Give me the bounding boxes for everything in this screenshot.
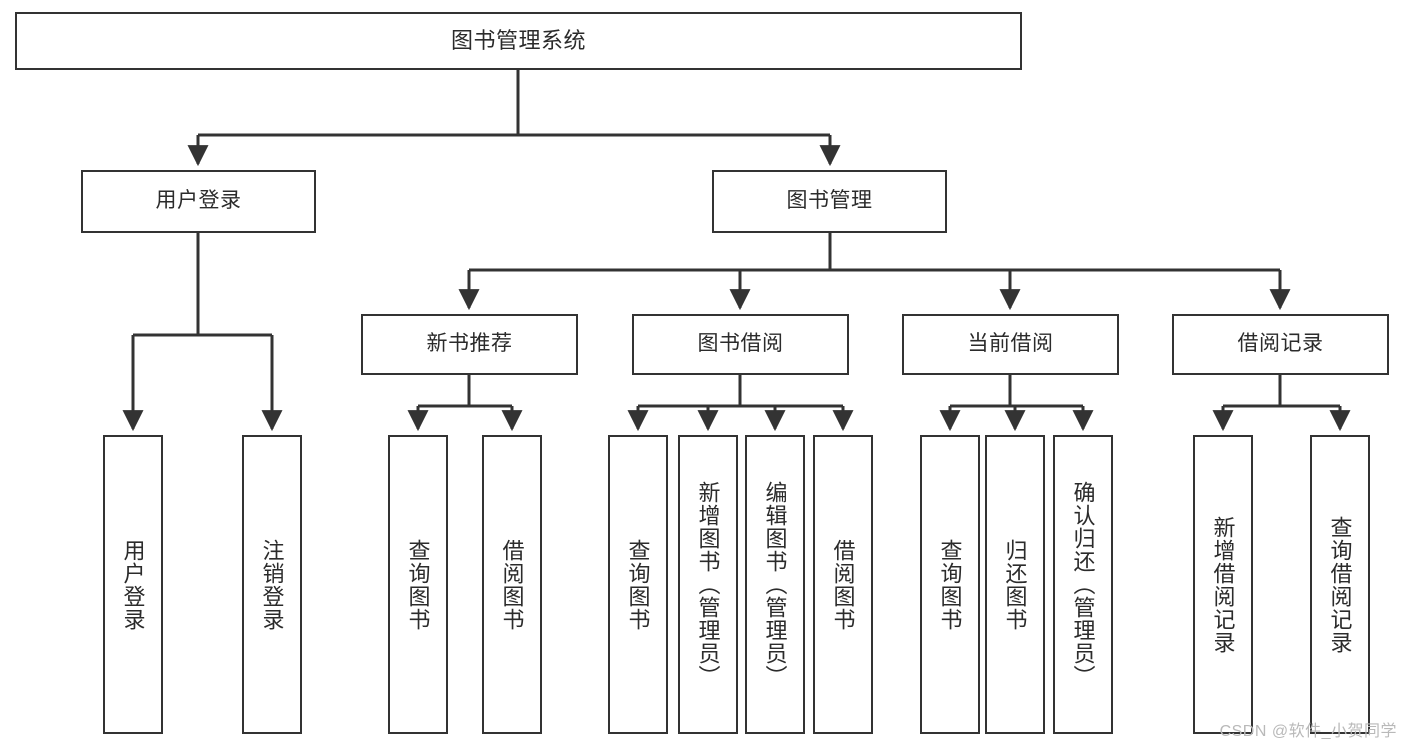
leaf-confirm-return-label: 确认归还（管理员） [1070, 481, 1096, 688]
leaf-user-login[interactable]: 用户登录 [103, 435, 163, 734]
leaf-query-book-1-label: 查询图书 [405, 538, 431, 631]
leaf-query-book-3[interactable]: 查询图书 [920, 435, 980, 734]
leaf-edit-book-label: 编辑图书（管理员） [762, 481, 788, 688]
node-borrow-record[interactable]: 借阅记录 [1172, 314, 1389, 375]
leaf-borrow-book-1-label: 借阅图书 [499, 538, 525, 631]
leaf-query-book-2[interactable]: 查询图书 [608, 435, 668, 734]
leaf-add-book-label: 新增图书（管理员） [695, 481, 721, 688]
node-borrow-record-label: 借阅记录 [1237, 332, 1324, 356]
leaf-return-book[interactable]: 归还图书 [985, 435, 1045, 734]
leaf-add-book[interactable]: 新增图书（管理员） [678, 435, 738, 734]
leaf-add-borrow-record[interactable]: 新增借阅记录 [1193, 435, 1253, 734]
node-new-book-recommend-label: 新书推荐 [426, 332, 513, 356]
leaf-confirm-return[interactable]: 确认归还（管理员） [1053, 435, 1113, 734]
leaf-user-login-label: 用户登录 [120, 538, 146, 631]
leaf-add-borrow-record-label: 新增借阅记录 [1210, 515, 1236, 654]
node-user-login-label: 用户登录 [155, 189, 242, 213]
csdn-watermark: CSDN @软件_小贺同学 [1219, 723, 1397, 740]
node-book-management-label: 图书管理 [786, 189, 873, 213]
leaf-borrow-book-2-label: 借阅图书 [830, 538, 856, 631]
node-book-borrow[interactable]: 图书借阅 [632, 314, 849, 375]
leaf-query-borrow-record-label: 查询借阅记录 [1327, 515, 1353, 654]
node-root-label: 图书管理系统 [450, 28, 586, 54]
node-new-book-recommend[interactable]: 新书推荐 [361, 314, 578, 375]
leaf-query-book-2-label: 查询图书 [625, 538, 651, 631]
node-current-borrow-label: 当前借阅 [967, 332, 1054, 356]
node-current-borrow[interactable]: 当前借阅 [902, 314, 1119, 375]
leaf-query-book-1[interactable]: 查询图书 [388, 435, 448, 734]
leaf-edit-book[interactable]: 编辑图书（管理员） [745, 435, 805, 734]
leaf-logout-login[interactable]: 注销登录 [242, 435, 302, 734]
node-user-login[interactable]: 用户登录 [81, 170, 316, 233]
node-book-management[interactable]: 图书管理 [712, 170, 947, 233]
leaf-query-borrow-record[interactable]: 查询借阅记录 [1310, 435, 1370, 734]
leaf-query-book-3-label: 查询图书 [937, 538, 963, 631]
leaf-borrow-book-1[interactable]: 借阅图书 [482, 435, 542, 734]
node-book-borrow-label: 图书借阅 [697, 332, 784, 356]
leaf-borrow-book-2[interactable]: 借阅图书 [813, 435, 873, 734]
node-root[interactable]: 图书管理系统 [15, 12, 1022, 70]
leaf-return-book-label: 归还图书 [1002, 538, 1028, 631]
leaf-logout-login-label: 注销登录 [259, 538, 285, 631]
